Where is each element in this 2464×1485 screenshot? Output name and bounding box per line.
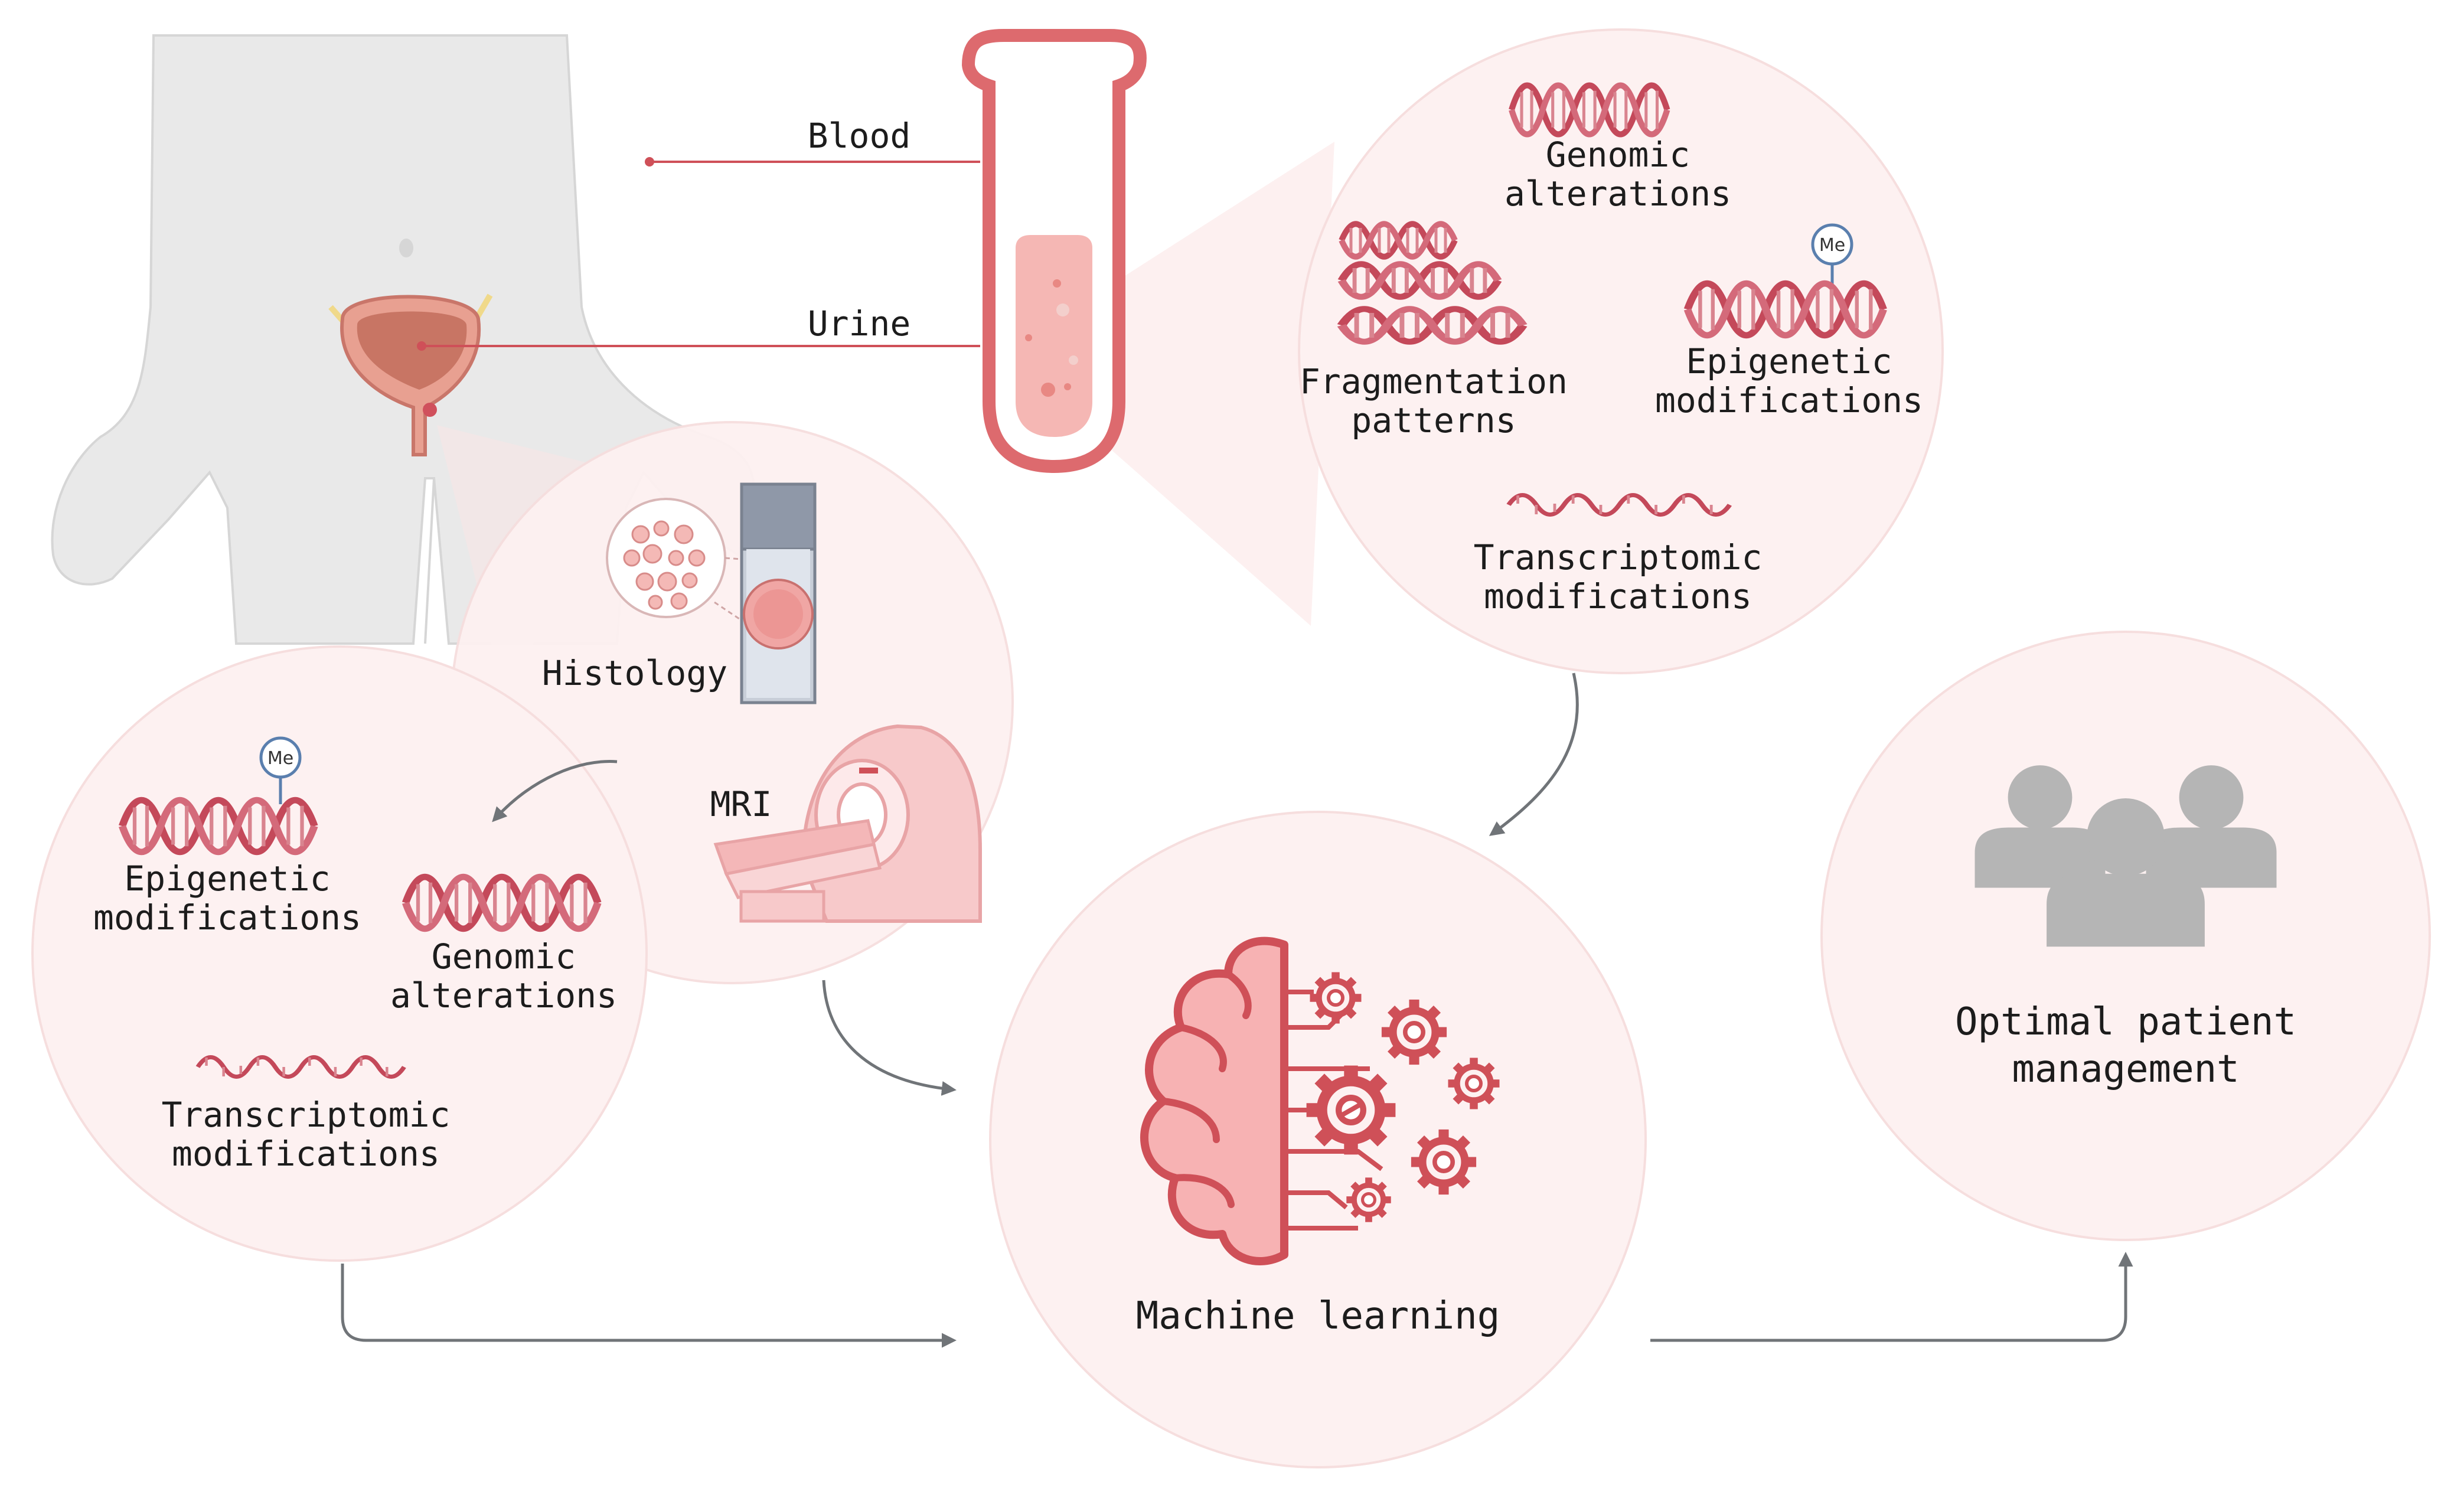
arrow-liquid-to-ml: [1489, 673, 1579, 836]
methyl-tag-icon: Me: [1811, 223, 1853, 291]
bladder-icon: [328, 293, 980, 456]
tb-epigenetic-label: modifications: [93, 897, 361, 938]
arrow-ml-to-outcome: [1650, 1252, 2133, 1342]
tube-magnifier-wedge: [1039, 142, 1334, 626]
methyl-tag-icon: Me: [259, 736, 302, 804]
urine-label: Urine: [808, 303, 911, 344]
liquid-biopsy-circle: [1298, 28, 1944, 674]
mri-scanner-icon: [713, 724, 982, 923]
test-tube-icon: [961, 29, 1147, 474]
histology-label: Histology: [542, 653, 727, 693]
lb-fragmentation-label: Fragmentation: [1300, 361, 1568, 402]
machine-learning-label: Machine learning: [1136, 1294, 1500, 1338]
tb-epigenetic-label: Epigenetic: [124, 859, 330, 899]
tb-transcriptomic-label: modifications: [172, 1134, 440, 1174]
outcome-label: management: [2012, 1047, 2239, 1091]
svg-text:Me: Me: [267, 748, 293, 769]
mri-label: MRI: [710, 784, 772, 824]
outcome-label: Optimal patient: [1955, 1000, 2296, 1044]
lb-genomic-label: Genomic: [1546, 135, 1690, 175]
tb-transcriptomic-label: Transcriptomic: [162, 1095, 451, 1135]
arrow-tissue-to-ml: [822, 980, 957, 1096]
tb-genomic-label: alterations: [390, 975, 617, 1016]
histology-slide-icon: [606, 482, 817, 704]
lb-epigenetic-label: modifications: [1655, 380, 1923, 420]
arrow-tissue-to-biomarkers: [492, 760, 618, 823]
brain-gears-icon: [1140, 936, 1500, 1266]
lb-fragmentation-label: patterns: [1351, 400, 1516, 440]
tb-genomic-label: Genomic: [432, 936, 576, 977]
svg-text:Me: Me: [1819, 235, 1845, 256]
lb-transcriptomic-label: Transcriptomic: [1474, 537, 1763, 577]
arrow-biomarkers-to-ml: [341, 1264, 957, 1348]
blood-connector: [645, 157, 980, 167]
lb-genomic-label: alterations: [1504, 174, 1731, 214]
lb-transcriptomic-label: modifications: [1484, 576, 1752, 616]
blood-label: Blood: [808, 116, 911, 156]
lb-epigenetic-label: Epigenetic: [1686, 341, 1892, 381]
